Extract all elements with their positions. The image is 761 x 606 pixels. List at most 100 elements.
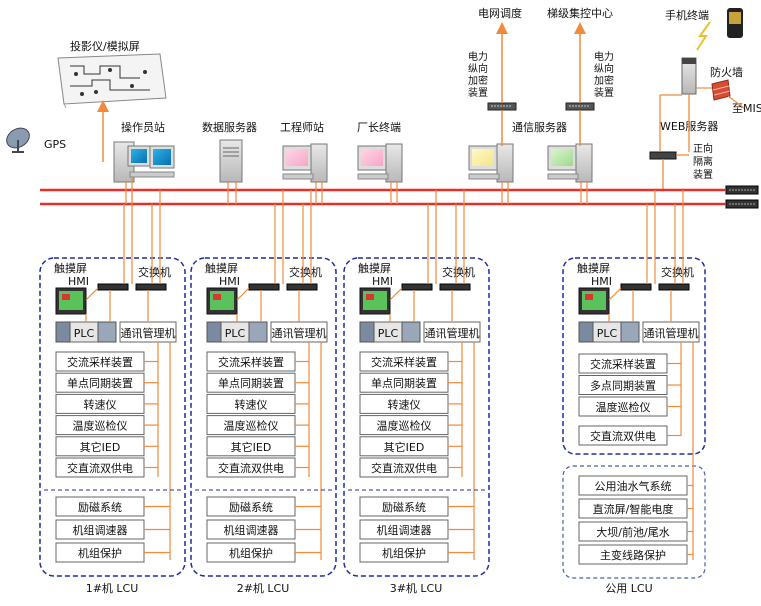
- unit-1-hmi-label: HMI: [68, 275, 89, 288]
- common-lcu-label: 公用 LCU: [605, 582, 652, 595]
- unit-3-a-module-label: 温度巡检仪: [377, 419, 432, 433]
- svg-text:加密: 加密: [594, 74, 614, 87]
- operator-station-label: 操作员站: [121, 120, 165, 134]
- unit-3-switch-2-icon: [439, 283, 471, 291]
- unit-1-touchscreen-label: 触摸屏: [54, 261, 87, 275]
- unit-3-touchscreen-label: 触摸屏: [358, 261, 391, 275]
- common-lcu-border: [562, 257, 706, 455]
- common-a-module-label: 温度巡检仪: [596, 400, 651, 414]
- isolation-device-icon: [649, 151, 677, 160]
- cascade-center-label: 梯级集控中心: [547, 6, 613, 20]
- common-hmi-label: HMI: [591, 275, 612, 288]
- forward-isolation-label: 正向 隔离 装置: [693, 142, 713, 181]
- unit-2-a-module-label: 转速仪: [235, 397, 268, 411]
- unit-3-plc-label: PLC: [378, 327, 399, 340]
- unit-3-b-module-label: 机组保护: [382, 546, 426, 560]
- gps-dish-icon: [6, 127, 30, 153]
- svg-text:电力: 电力: [468, 50, 488, 63]
- firewall-icon: [711, 79, 731, 101]
- unit-1-a-module-label: 单点同期装置: [67, 377, 133, 390]
- data-server-icon: [219, 139, 243, 183]
- svg-text:电力: 电力: [594, 50, 614, 63]
- gps-label: GPS: [44, 138, 66, 151]
- unit-1-plc-rack: [55, 321, 117, 343]
- unit-2-lcu-border: [190, 257, 337, 577]
- common-switch-label: 交换机: [661, 265, 694, 279]
- unit-2-switch-1-icon: [248, 283, 280, 291]
- unit-2-a-module-label: 其它IED: [231, 440, 272, 454]
- common-switch-2-icon: [658, 283, 690, 291]
- unit-1-switch-2-icon: [135, 283, 167, 291]
- projector-screen-icon: [57, 53, 167, 109]
- unit-2-b-module-label: 机组调速器: [224, 523, 279, 537]
- common-plc-rack: [578, 321, 640, 343]
- unit-3-a-module-label: 交流采样装置: [371, 355, 437, 369]
- svg-text:纵向: 纵向: [468, 62, 488, 75]
- unit-1-switch-1-icon: [97, 283, 129, 291]
- data-server-label: 数据服务器: [202, 120, 257, 134]
- svg-text:装置: 装置: [693, 168, 713, 181]
- unit-3-switch-1-icon: [401, 283, 433, 291]
- unit-1-switch-label: 交换机: [138, 265, 171, 279]
- core-switch-2-icon: [725, 199, 759, 209]
- power-encrypt-2-label: 电力 纵向 加密 装置: [594, 50, 614, 99]
- unit-2-comm-manager-label: 通讯管理机: [272, 326, 327, 340]
- mobile-terminal-label: 手机终端: [665, 8, 709, 22]
- encrypt-device-1-icon: [487, 102, 517, 111]
- unit-2-plc-label: PLC: [225, 327, 246, 340]
- unit-2-hmi-icon: [206, 287, 238, 315]
- core-switch-1-icon: [725, 185, 759, 195]
- svg-text:装置: 装置: [594, 86, 614, 99]
- svg-text:纵向: 纵向: [594, 62, 614, 75]
- unit-3-a-module-label: 交直流双供电: [371, 461, 437, 475]
- comm-server-label: 通信服务器: [512, 121, 567, 134]
- unit-3-lcu-label: 3#机 LCU: [390, 581, 443, 595]
- unit-3-comm-manager-label: 通讯管理机: [425, 326, 480, 340]
- projector-label: 投影仪/模拟屏: [70, 39, 140, 53]
- unit-1-a-module-label: 转速仪: [84, 397, 117, 411]
- unit-2-switch-2-icon: [286, 283, 318, 291]
- common-touchscreen-label: 触摸屏: [577, 261, 610, 275]
- common-aux-border: [562, 465, 706, 579]
- unit-1-b-module-label: 机组保护: [78, 546, 122, 560]
- unit-3-b-module-label: 励磁系统: [382, 501, 426, 514]
- common-hmi-icon: [578, 287, 610, 315]
- unit-3-hmi-label: HMI: [372, 275, 393, 288]
- comm-server-1-icon: [468, 143, 514, 183]
- common-b-module-label: 大坝/前池/尾水: [596, 525, 669, 539]
- unit-2-lcu-label: 2#机 LCU: [237, 581, 290, 595]
- svg-text:装置: 装置: [468, 86, 488, 99]
- unit-3-switch-label: 交换机: [442, 265, 475, 279]
- firewall-label: 防火墙: [710, 65, 743, 79]
- common-a-module-label: 多点同期装置: [590, 379, 656, 393]
- to-mis-label: 至MIS: [732, 102, 761, 115]
- web-server-icon: [681, 57, 697, 95]
- unit-3-a-module-label: 转速仪: [388, 397, 421, 411]
- unit-3-lcu-border: [343, 257, 490, 577]
- unit-1-plc-label: PLC: [74, 327, 95, 340]
- unit-3-a-module-label: 其它IED: [384, 440, 425, 454]
- unit-2-plc-rack: [206, 321, 268, 343]
- common-b-module-label: 主变线路保护: [600, 548, 666, 562]
- unit-1-a-module-label: 温度巡检仪: [73, 419, 128, 433]
- common-b-module-label: 公用油水气系统: [595, 479, 672, 493]
- unit-1-a-module-label: 交直流双供电: [67, 461, 133, 475]
- factory-terminal-label: 厂长终端: [357, 120, 401, 134]
- mobile-phone-icon: [696, 8, 743, 51]
- common-a2-module-label: 交直流双供电: [590, 429, 656, 443]
- unit-2-b-module-label: 机组保护: [229, 546, 273, 560]
- encrypt-device-2-icon: [565, 102, 595, 111]
- unit-2-a-module-label: 温度巡检仪: [224, 419, 279, 433]
- svg-text:正向: 正向: [693, 142, 713, 155]
- unit-2-b-module-label: 励磁系统: [229, 501, 273, 514]
- unit-3-hmi-icon: [359, 287, 391, 315]
- unit-1-lcu-border: [39, 257, 186, 577]
- comm-server-2-icon: [547, 143, 593, 183]
- power-encrypt-1-label: 电力 纵向 加密 装置: [468, 50, 488, 99]
- unit-1-b-module-label: 机组调速器: [73, 523, 128, 537]
- unit-1-lcu-label: 1#机 LCU: [86, 581, 139, 595]
